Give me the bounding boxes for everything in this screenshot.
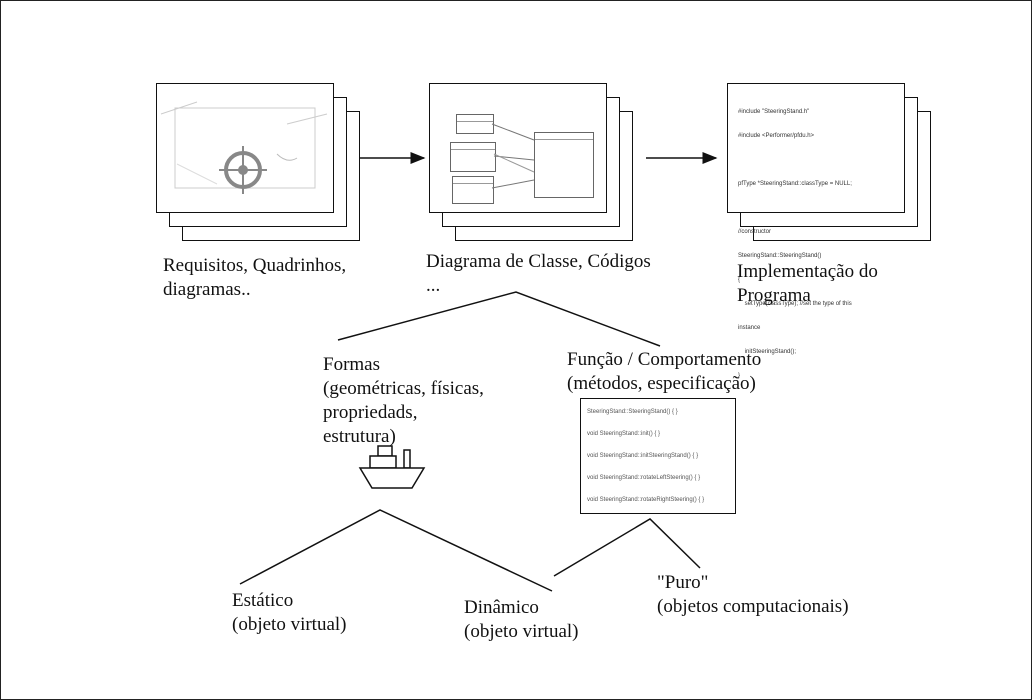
- forms-caption: Formas (geométricas, físicas, propriedad…: [323, 354, 484, 447]
- method-line: void SteeringStand::initSteeringStand() …: [587, 453, 699, 459]
- code-line: {: [738, 277, 741, 283]
- uml-class-box: [456, 114, 494, 134]
- code-line: }: [738, 373, 741, 379]
- dynamic-caption: Dinâmico (objeto virtual): [464, 597, 579, 642]
- class-diagram-sheet: [429, 83, 607, 213]
- sketch-target-icon: [160, 101, 328, 194]
- code-line: SteeringStand::SteeringStand(): [738, 253, 822, 259]
- branch-lines-top: [337, 291, 661, 347]
- branch-lines-forms: [239, 509, 553, 592]
- code-line: initSteeringStand();: [738, 349, 797, 355]
- uml-association-lines: [491, 123, 535, 189]
- code-line: [738, 156, 894, 164]
- code-sheet: #include "SteeringStand.h" #include <Per…: [727, 83, 905, 379]
- uml-class-header: [535, 133, 593, 140]
- static-caption: Estático (objeto virtual): [232, 590, 347, 635]
- ship-icon: [358, 445, 426, 489]
- code-line: setType(classType); //set the type of th…: [738, 301, 852, 307]
- sketch-sheet: [156, 83, 334, 213]
- function-caption: Função / Comportamento (métodos, especif…: [567, 349, 762, 394]
- code-line: instance: [738, 325, 761, 331]
- method-line: void SteeringStand::rotateLeftSteering()…: [587, 475, 701, 481]
- method-line: SteeringStand::SteeringStand() { }: [587, 409, 678, 415]
- pure-caption: "Puro" (objetos computacionais): [657, 572, 849, 617]
- code-line: //constructor: [738, 229, 772, 235]
- uml-class-header: [451, 143, 495, 150]
- uml-class-box: [452, 176, 494, 204]
- stage-requirements-caption: Requisitos, Quadrinhos, diagramas..: [163, 255, 347, 300]
- uml-class-header: [453, 177, 493, 184]
- stage-implementation-caption: Implementação do Programa: [737, 261, 878, 306]
- code-line: [738, 204, 894, 212]
- method-line: void SteeringStand::init() { }: [587, 431, 661, 437]
- methods-box: SteeringStand::SteeringStand() { } void …: [580, 398, 736, 514]
- uml-class-box: [534, 132, 594, 198]
- code-line: pfType *SteeringStand::classType = NULL;: [738, 181, 852, 187]
- code-line: #include <Performer/pfdu.h>: [738, 133, 815, 139]
- branch-lines-function: [553, 518, 701, 577]
- stage-class-diagram-caption: Diagrama de Classe, Códigos ...: [426, 251, 651, 296]
- method-line: void SteeringStand::rotateRightSteering(…: [587, 497, 705, 503]
- uml-class-box: [450, 142, 496, 172]
- uml-class-header: [457, 115, 493, 122]
- code-line: #include "SteeringStand.h": [738, 109, 810, 115]
